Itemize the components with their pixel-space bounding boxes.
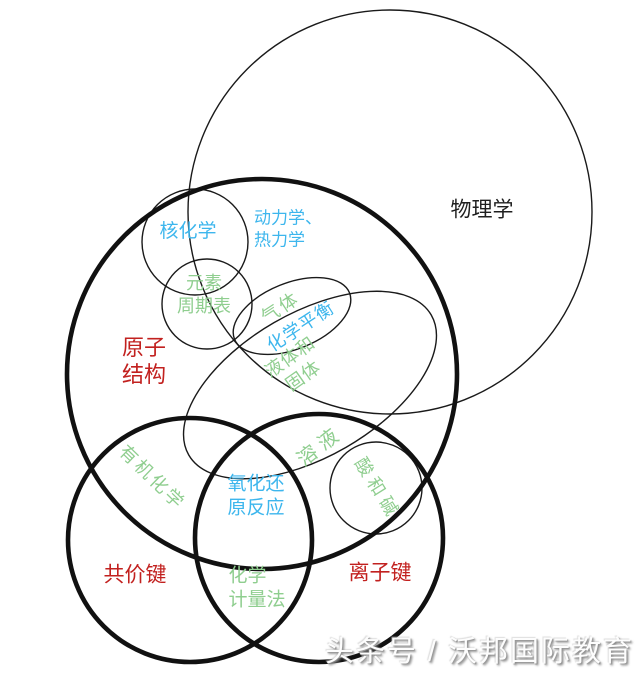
periodic-circle	[161, 258, 253, 350]
gas-equilibrium-ellipse	[232, 276, 352, 356]
covalent-circle	[65, 415, 315, 665]
ionic-circle	[192, 411, 446, 665]
states-solutions-ellipse	[182, 290, 438, 480]
physics-circle	[187, 9, 593, 415]
acid-base-circle	[329, 441, 423, 535]
chemistry-circle	[64, 176, 460, 572]
nuclear-circle	[141, 188, 249, 296]
